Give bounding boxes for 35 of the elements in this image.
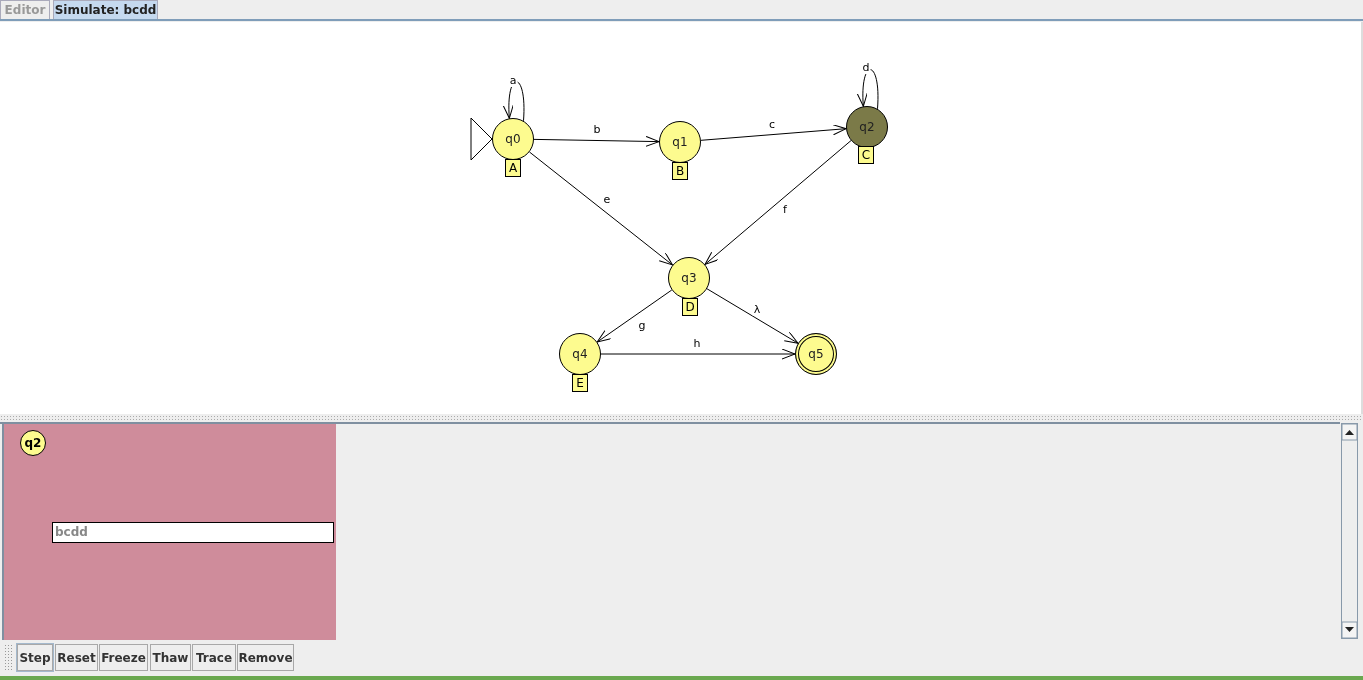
edge-label: h	[692, 338, 702, 350]
state-label: C	[858, 146, 874, 164]
active-tab: Simulate: bcdd	[53, 0, 158, 19]
start-arrow	[470, 117, 493, 161]
toolbar-button: Remove	[237, 644, 294, 671]
arrow	[704, 140, 852, 265]
arrow	[600, 348, 796, 360]
state-circle: q2	[20, 430, 46, 456]
edge-label: g	[637, 320, 647, 332]
arrow	[706, 288, 799, 344]
state-label: E	[572, 374, 588, 392]
edge-label: c	[767, 119, 777, 131]
edge-label: a	[508, 75, 518, 87]
arrow	[700, 124, 847, 141]
toolbar-button: Thaw	[150, 644, 191, 671]
state-label: B	[672, 162, 688, 180]
input-field: bcdd	[52, 522, 334, 543]
state-label: A	[505, 159, 521, 177]
edge-label: b	[592, 124, 602, 136]
arrow	[533, 135, 660, 147]
arrow	[529, 151, 673, 266]
arrow	[596, 289, 673, 343]
toolbar-button: Reset	[55, 644, 98, 671]
edge-label: f	[782, 204, 788, 216]
toolbar-button: Trace	[192, 644, 236, 671]
toolbar-button: Step	[17, 644, 53, 671]
arrow	[503, 81, 525, 122]
tab: Editor	[0, 0, 50, 19]
toolbar-button: Freeze	[99, 644, 148, 671]
state-label: D	[682, 298, 698, 316]
arrow	[857, 69, 879, 110]
edge-label: d	[861, 62, 871, 74]
configuration-panel	[2, 424, 336, 640]
edge-label: e	[602, 194, 612, 206]
edge-label: λ	[752, 304, 762, 316]
